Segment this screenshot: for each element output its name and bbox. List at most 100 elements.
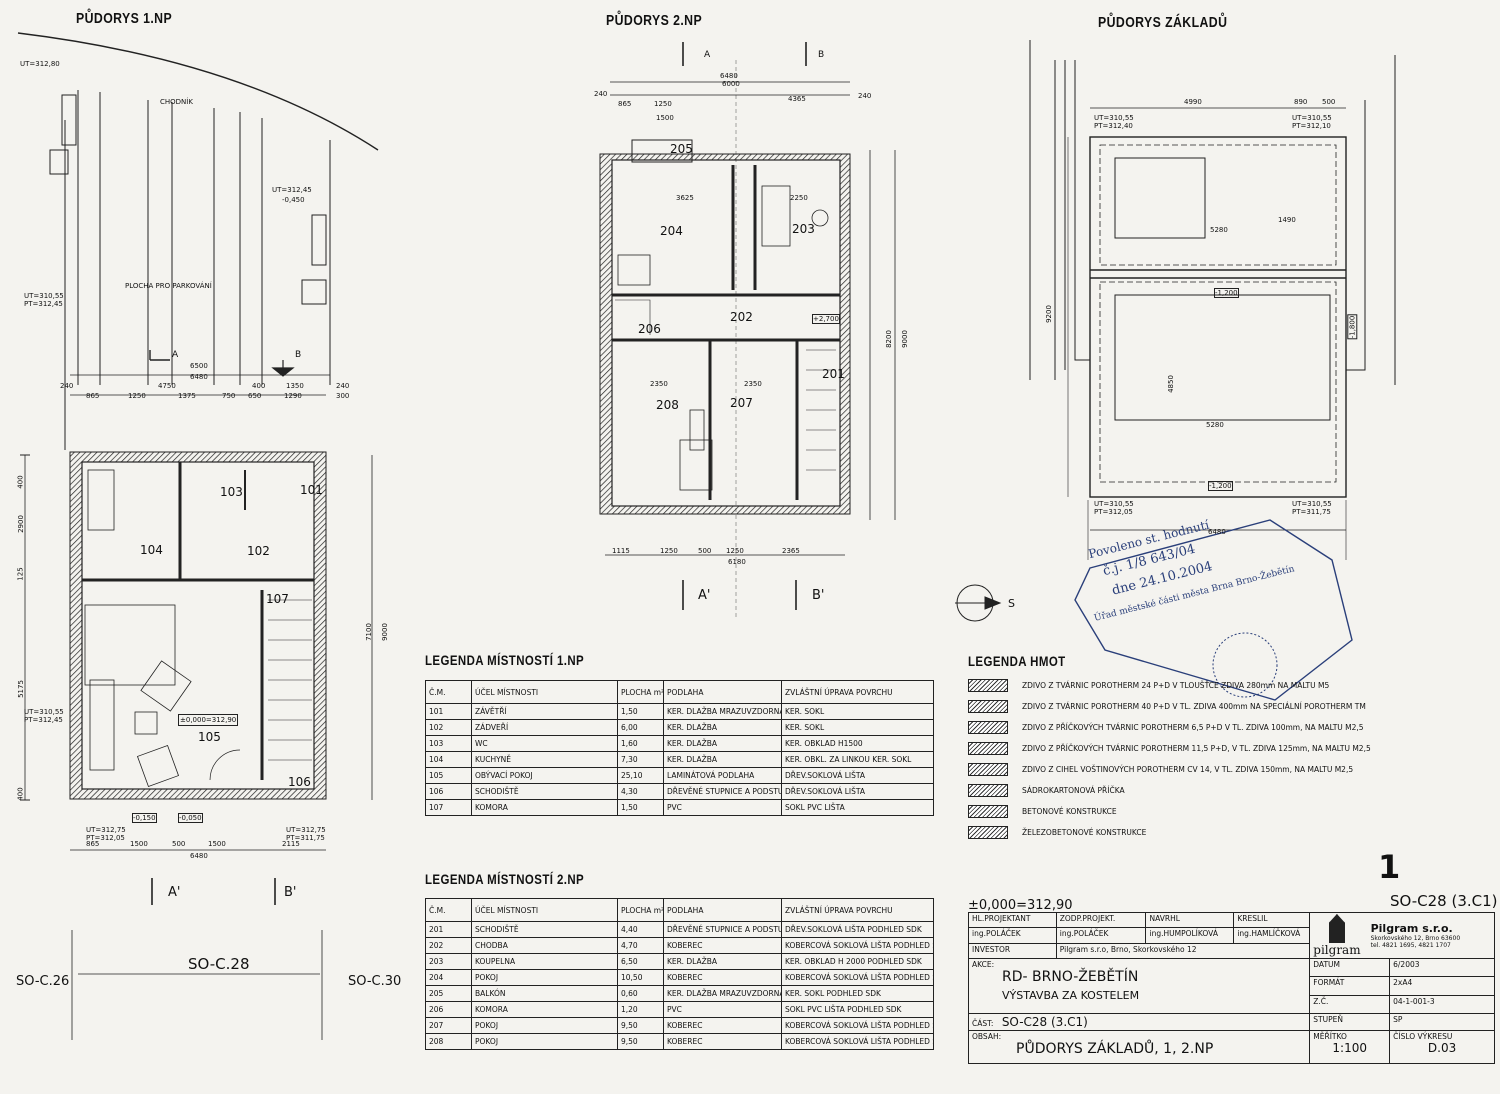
fd-ut-tl: UT=310,55 PT=312,40 <box>1094 114 1134 130</box>
table-cell: 208 <box>425 1033 472 1050</box>
p2-section-a: A <box>704 50 711 60</box>
room-202: 202 <box>730 310 753 324</box>
material-item: ZDIVO Z CIHEL VOŠTINOVÝCH POROTHERM CV 1… <box>968 763 1353 776</box>
section-a-label: A <box>172 350 179 360</box>
dim-bottom-1: 865 <box>86 840 100 848</box>
table-cell: PVC <box>663 799 782 816</box>
dim-bottom-2: 1500 <box>130 840 148 848</box>
level-450-label: -0,450 <box>282 196 305 204</box>
table-cell: 1,60 <box>617 735 664 752</box>
table-cell: 7,30 <box>617 751 664 768</box>
dim-9000: 9000 <box>380 623 389 641</box>
akce-subtitle: VÝSTAVBA ZA KOSTELEM <box>1002 989 1140 1002</box>
dim-top2-1: 865 <box>86 392 100 400</box>
so-code: SO-C28 (3.C1) <box>1390 892 1498 910</box>
table-cell: KER. DLAŽBA <box>663 953 782 970</box>
table-cell: 201 <box>425 921 472 938</box>
parking-label: PLOCHA PRO PARKOVÁNÍ <box>125 282 212 290</box>
table-cell: KOBERCOVÁ SOKLOVÁ LIŠTA PODHLED SDK <box>781 1017 934 1034</box>
material-swatch <box>968 721 1008 734</box>
foundation-drawing <box>1029 40 1396 560</box>
material-label: ZDIVO Z PŘÍČKOVÝCH TVÁRNIC POROTHERM 11,… <box>1022 744 1371 753</box>
obsah-label: OBSAH: <box>972 1032 1002 1041</box>
table-cell: 10,50 <box>617 969 664 986</box>
table-cell: SCHODIŠTĚ <box>471 921 618 938</box>
table-cell: 104 <box>425 751 472 768</box>
dim-top2-3: 1375 <box>178 392 196 400</box>
fd-dim-1490: 1490 <box>1278 216 1296 224</box>
p2-dim-b5: 2365 <box>782 547 800 555</box>
table-cell: SCHODIŠTĚ <box>471 783 618 800</box>
p2-dim-b3: 500 <box>698 547 712 555</box>
legend-1np-title: LEGENDA MÍSTNOSTÍ 1.NP <box>425 652 585 668</box>
dim-6480: 6480 <box>190 373 208 381</box>
material-swatch <box>968 826 1008 839</box>
level-reference: ±0,000=312,90 <box>968 898 1073 913</box>
investor-label: INVESTOR <box>968 942 1057 960</box>
dim-top-5: 240 <box>336 382 350 390</box>
material-label: BETONOVÉ KONSTRUKCE <box>1022 807 1117 816</box>
fd-dim-6480: 6480 <box>1208 528 1226 536</box>
col-cm: Č.M. <box>425 680 472 704</box>
dim-top-2: 4750 <box>158 382 176 390</box>
zodp-projekt-label: ZODP.PROJEKT. <box>1055 911 1147 929</box>
dim-top2-2: 1250 <box>128 392 146 400</box>
material-label: ŽELEZOBETONOVÉ KONSTRUKCE <box>1022 828 1147 837</box>
dim-bottom-4: 1500 <box>208 840 226 848</box>
material-swatch <box>968 679 1008 692</box>
table-cell: DŘEV.SOKLOVÁ LIŠTA PODHLED SDK <box>781 921 934 938</box>
p2-dim-b1: 1115 <box>612 547 630 555</box>
p2-dim-3625: 3625 <box>676 194 694 202</box>
cislo-label: ČÍSLO VÝKRESU <box>1393 1032 1453 1041</box>
table-cell: 205 <box>425 985 472 1002</box>
table-cell: KER. SOKL <box>781 719 934 736</box>
table-cell: SOKL PVC LIŠTA PODHLED SDK <box>781 1001 934 1018</box>
material-item: ZDIVO Z PŘÍČKOVÝCH TVÁRNIC POROTHERM 6,5… <box>968 721 1364 734</box>
ut-left-2-label: UT=310,55 PT=312,45 <box>24 708 64 724</box>
navrhl-label: NAVRHL <box>1145 911 1235 929</box>
ut-left-label: UT=310,55 PT=312,45 <box>24 292 64 308</box>
material-item: ŽELEZOBETONOVÉ KONSTRUKCE <box>968 826 1146 839</box>
table-cell: OBÝVACÍ POKOJ <box>471 767 618 784</box>
table-cell: 9,50 <box>617 1017 664 1034</box>
table-cell: 203 <box>425 953 472 970</box>
dim-top-1: 240 <box>60 382 74 390</box>
church-icon <box>1328 914 1345 943</box>
table-cell: KOBERCOVÁ SOKLOVÁ LIŠTA PODHLED SDK <box>781 969 934 986</box>
room-206: 206 <box>638 322 661 336</box>
p2-dim-9000: 9000 <box>900 330 909 348</box>
p2-dim-1250: 1250 <box>654 100 672 108</box>
table-cell: 1,20 <box>617 1001 664 1018</box>
table-cell: WC <box>471 735 618 752</box>
dim-bottom-5: 2115 <box>282 840 300 848</box>
col-ucel: ÚČEL MÍSTNOSTI <box>471 898 618 922</box>
investor-value: Pilgram s.r.o, Brno, Skorkovského 12 <box>1055 942 1311 960</box>
p2-level-270: +2,700 <box>812 314 840 324</box>
room-103: 103 <box>220 485 243 499</box>
table-cell: 6,50 <box>617 953 664 970</box>
p2-dim-6000: 6000 <box>722 80 740 88</box>
table-cell: KER. DLAŽBA MRAZUVZDORNÁ <box>663 703 782 720</box>
table-cell: 4,30 <box>617 783 664 800</box>
fd-dim-4850: 4850 <box>1166 375 1175 393</box>
cast-cell: ČÁST: SO-C28 (3.C1) <box>967 1013 1311 1031</box>
table-cell: ZÁVĚTŘÍ <box>471 703 618 720</box>
compass-symbol <box>955 584 1002 622</box>
table-cell: DŘEVĚNÉ STUPNICE A PODSTUPNICE <box>663 921 782 938</box>
table-cell: DŘEV.SOKLOVÁ LIŠTA <box>781 767 934 784</box>
fd-dim-4990: 4990 <box>1184 98 1202 106</box>
table-cell: KER. DLAŽBA <box>663 735 782 752</box>
hl-projektant-value: ing.POLÁČEK <box>968 927 1057 944</box>
company-address: Skorkovského 12, Brno 63600 <box>1370 935 1461 942</box>
fd-dim-5280b: 5280 <box>1206 421 1224 429</box>
material-swatch <box>968 784 1008 797</box>
table-cell: KOBERCOVÁ SOKLOVÁ LIŠTA PODHLED SDK <box>781 1033 934 1050</box>
dim-top-3: 400 <box>252 382 266 390</box>
